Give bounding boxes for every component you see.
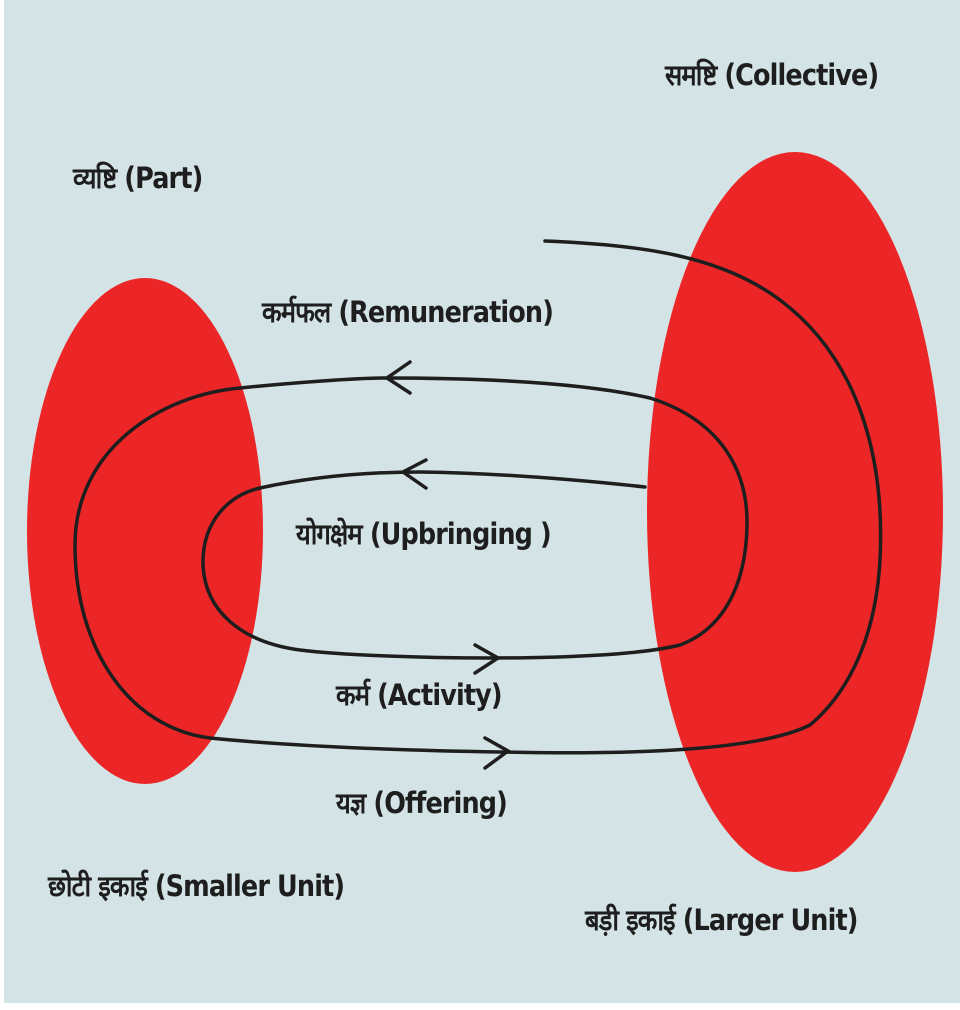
larger-unit-ellipse <box>647 152 943 872</box>
label-offering: यज्ञ (Offering) <box>336 786 508 820</box>
outer-loop-path <box>73 239 883 755</box>
label-larger-unit: बड़ी इकाई (Larger Unit) <box>585 903 858 937</box>
label-collective: समष्टि (Collective) <box>665 58 879 92</box>
label-remuneration: कर्मफल (Remuneration) <box>262 295 554 329</box>
arrow-activity-icon <box>473 643 502 675</box>
label-part: व्यष्टि (Part) <box>73 161 203 195</box>
smaller-unit-ellipse <box>27 278 263 784</box>
arrow-upbringing-icon <box>399 458 428 490</box>
arrow-offering-icon <box>483 736 512 770</box>
label-smaller-unit: छोटी इकाई (Smaller Unit) <box>48 869 345 903</box>
label-activity: कर्म (Activity) <box>336 678 503 712</box>
label-upbringing: योगक्षेम (Upbringing ) <box>296 517 552 551</box>
arrow-remuneration-icon <box>383 360 412 395</box>
